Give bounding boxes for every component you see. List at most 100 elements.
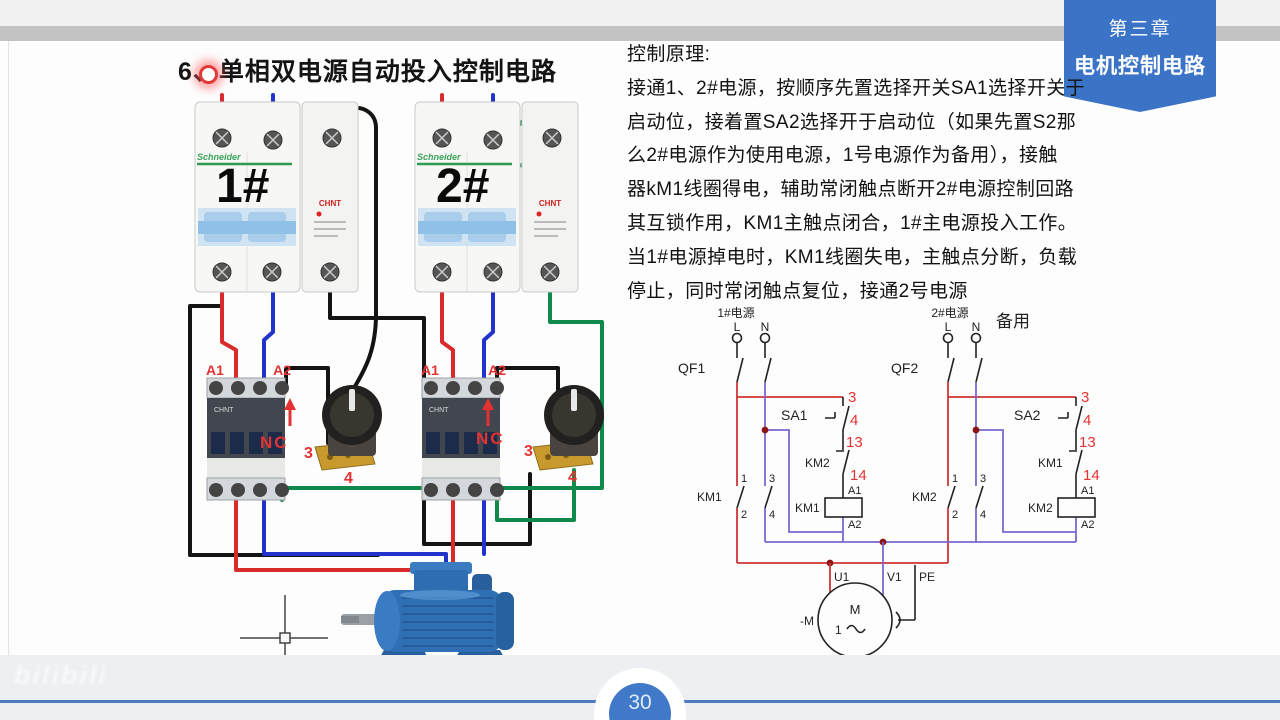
chapter-ribbon: 第三章 电机控制电路: [1064, 0, 1216, 112]
contact-terminal: 3: [769, 473, 775, 485]
motor-symbol: [817, 582, 893, 656]
contact-terminal: 4: [980, 509, 986, 521]
terminal-number: 13: [1079, 434, 1096, 451]
slide-left-edge: [8, 41, 9, 655]
qf2-symbol: [947, 343, 983, 383]
contactor-1-nc-arrow: [284, 398, 296, 426]
contact-terminal: 2: [741, 509, 747, 521]
schneider-brand-label: Schneider: [417, 152, 461, 162]
contact-terminal: 3: [980, 473, 986, 485]
km1-main-contacts: [736, 485, 773, 509]
motor-m-label: M: [850, 602, 861, 617]
breaker-2: Schneider 2# CHNT: [414, 101, 579, 293]
switch-2-terminal-4: 4: [568, 469, 577, 486]
sa1-switch-symbol: [825, 397, 850, 431]
km2-nc-contact: [836, 430, 850, 498]
terminal-number: 13: [846, 434, 863, 451]
page-number: 30: [628, 691, 652, 714]
contactor-2-a2-label: A2: [488, 362, 506, 378]
source-2-label: 2#电源: [931, 306, 968, 320]
contactor-2: CHNT A1 A2 NC: [421, 362, 506, 501]
contactor-1: CHNT A1 A2 NC: [206, 362, 296, 501]
chapter-number: 第三章: [1108, 19, 1172, 40]
sa2-switch-symbol: [1058, 397, 1083, 431]
switch-1-terminal-3: 3: [304, 445, 313, 462]
principle-line: 么2#电源作为使用电源，1号电源作为备用），接触: [627, 145, 1058, 167]
principle-line: 启动位，接着置SA2选择开于启动位（如果先置S2那: [627, 111, 1077, 133]
coil-terminal: A2: [848, 519, 861, 531]
km1-main-contact-label: KM1: [697, 490, 722, 504]
breaker-2-screws: [432, 128, 562, 282]
principle-text: 控制原理: 接通1、2#电源，按顺序先置选择开关SA1选择开关于 启动位，接着置…: [627, 38, 1097, 308]
wiring-photo-figure: Schneider 1# CHNT: [188, 93, 604, 655]
km1-nc-label: KM1: [1038, 456, 1063, 470]
km2-nc-label: KM2: [805, 456, 830, 470]
km2-main-contacts: [947, 485, 984, 509]
switch-1-terminal-4: 4: [344, 470, 353, 487]
principle-line: 停止，同时常闭触点复位，接通2号电源: [627, 280, 968, 302]
pe-label: PE: [919, 570, 935, 584]
coil-terminal: A2: [1081, 519, 1094, 531]
contact-terminal: 4: [769, 509, 775, 521]
km1-coil: [824, 497, 863, 518]
sine-symbol: [846, 624, 866, 634]
qf2-label: QF2: [891, 360, 918, 376]
contactor-1-a2-label: A2: [273, 362, 291, 378]
breaker-1-number: 1#: [216, 160, 269, 213]
sa1-label: SA1: [781, 407, 808, 423]
contactor-1-nc-label: NC: [260, 433, 289, 452]
principle-line: 器kM1线圈得电，辅助常闭触点断开2#电源控制回路: [627, 179, 1075, 201]
switch-2-terminal-3: 3: [524, 443, 533, 460]
gray-strip: [0, 26, 1280, 41]
qf1-label: QF1: [678, 360, 705, 376]
page-title: 6、单相双电源自动投入控制电路: [178, 58, 557, 86]
contactor-2-a1-label: A1: [421, 362, 439, 378]
coil-terminal: A1: [1081, 485, 1094, 497]
principle-line: 接通1、2#电源，按顺序先置选择开关SA1选择开关于: [627, 77, 1086, 99]
principle-line: 其互锁作用，KM1主触点闭合，1#主电源投入工作。: [627, 212, 1078, 234]
schneider-brand-label: Schneider: [197, 152, 241, 162]
terminal-number: 3: [1081, 389, 1089, 406]
contact-terminal: 1: [952, 473, 958, 485]
principle-line: 控制原理:: [627, 44, 711, 65]
km1-coil-label: KM1: [795, 501, 820, 515]
principle-line: 当1#电源掉电时，KM1线圈失电，主触点分断，负载: [627, 246, 1078, 268]
selector-switch-1: 3 4: [304, 385, 382, 487]
km2-main-contact-label: KM2: [912, 490, 937, 504]
aux-brand-label: CHNT: [319, 199, 341, 208]
pe-conductor: [895, 565, 916, 629]
motor-ref-label: -M: [800, 614, 814, 628]
watermark: bilibili: [14, 660, 108, 690]
standby-label: 备用: [996, 312, 1030, 331]
breaker-1-screws: [212, 128, 342, 282]
u1-label: U1: [834, 570, 850, 584]
contactor-brand-label: CHNT: [214, 407, 234, 414]
chapter-title: 电机控制电路: [1074, 55, 1206, 78]
breaker-2-number: 2#: [436, 160, 489, 213]
contact-terminal: 2: [952, 509, 958, 521]
qf1-symbol: [736, 343, 772, 383]
selector-switch-2: 3 4: [524, 385, 604, 486]
n-terminal-label: N: [972, 320, 981, 334]
aux-brand-label: CHNT: [539, 199, 561, 208]
km2-coil: [1057, 497, 1096, 518]
km1-nc-contact: [1069, 430, 1083, 498]
sa2-label: SA2: [1014, 407, 1041, 423]
contactor-2-nc-label: NC: [476, 429, 505, 448]
l-terminal-label: L: [734, 320, 741, 334]
km2-coil-label: KM2: [1028, 501, 1053, 515]
coil-terminal: A1: [848, 485, 861, 497]
contactor-2-nc-arrow: [482, 398, 494, 426]
contact-terminal: 1: [741, 473, 747, 485]
terminal-number: 4: [850, 412, 858, 429]
contactor-1-a1-label: A1: [206, 362, 224, 378]
crosshair-cursor: [240, 595, 328, 655]
motor: [341, 562, 514, 655]
terminal-number: 4: [1083, 412, 1091, 429]
motor-phase-label: 1: [835, 623, 842, 637]
terminal-number: 3: [848, 389, 856, 406]
terminal-number: 14: [850, 467, 867, 484]
schematic-figure: 1#电源 2#电源 备用 L N L N QF1 QF2 KM1: [678, 306, 1100, 656]
terminal-number: 14: [1083, 467, 1100, 484]
